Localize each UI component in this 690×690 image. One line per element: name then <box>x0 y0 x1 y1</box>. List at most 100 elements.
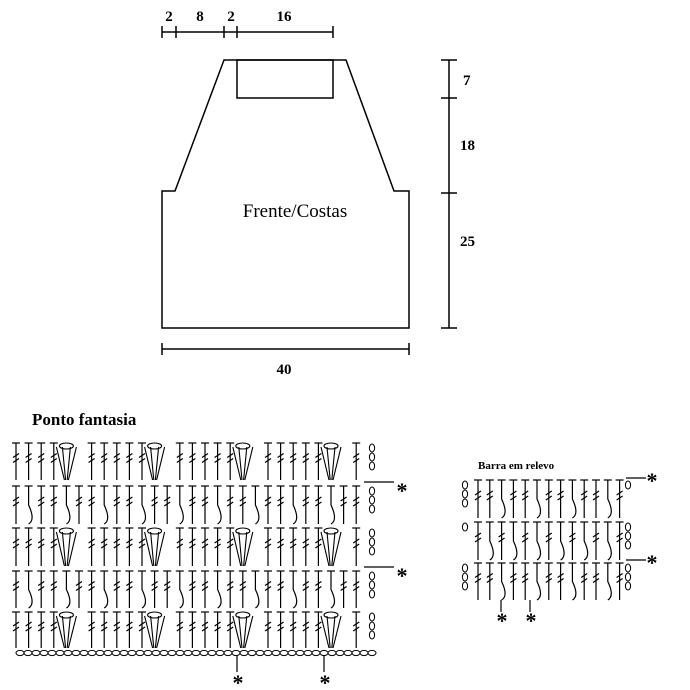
treble-crochet-symbol <box>485 562 494 600</box>
post-stitch-symbol <box>213 485 222 525</box>
chain-stitch-symbol <box>31 649 41 657</box>
chain-stitch-symbol <box>271 649 281 657</box>
stitch-chart-title: Ponto fantasia <box>32 410 137 429</box>
chain-stitch-symbol <box>143 649 153 657</box>
bottom-width-label: 40 <box>277 362 292 378</box>
chain-stitch-symbol <box>368 589 376 599</box>
treble-crochet-symbol <box>150 485 159 524</box>
treble-crochet-symbol <box>75 570 83 608</box>
post-stitch-symbol <box>100 570 109 609</box>
treble-crochet-symbol <box>201 570 209 608</box>
treble-crochet-symbol <box>201 527 209 566</box>
treble-crochet-symbol <box>87 485 96 524</box>
post-stitch-symbol <box>213 570 222 609</box>
treble-crochet-symbol <box>12 570 20 608</box>
treble-crochet-symbol <box>521 562 530 600</box>
chain-stitch-symbol <box>319 649 329 657</box>
repeat-marker: * <box>397 563 408 588</box>
chain-stitch-symbol <box>87 649 97 657</box>
chain-stitch-symbol <box>23 649 33 657</box>
treble-crochet-symbol <box>138 611 146 648</box>
right-height-label-1: 7 <box>463 73 471 89</box>
chain-stitch-symbol <box>327 649 337 657</box>
treble-crochet-symbol <box>112 570 121 608</box>
treble-crochet-symbol <box>49 527 58 566</box>
treble-crochet-symbol <box>226 570 235 608</box>
treble-crochet-symbol <box>87 611 96 648</box>
treble-crochet-symbol <box>37 442 46 480</box>
treble-crochet-symbol <box>125 485 134 524</box>
treble-crochet-symbol <box>87 442 96 480</box>
treble-crochet-symbol <box>276 611 285 648</box>
treble-crochet-symbol <box>301 611 310 648</box>
shell-stitch-symbol <box>232 611 254 649</box>
treble-crochet-symbol <box>276 527 285 566</box>
chain-stitch-symbol <box>368 546 376 556</box>
shell-stitch-symbol <box>55 611 77 649</box>
chain-stitch-symbol <box>624 531 632 541</box>
garment-schematic <box>161 26 457 355</box>
post-stitch-symbol <box>533 479 542 519</box>
chain-stitch-symbol <box>624 563 632 573</box>
treble-crochet-symbol <box>592 479 600 518</box>
chain-stitch-symbol <box>343 649 353 657</box>
front-back-outline <box>161 59 410 329</box>
top-width-label-3: 2 <box>227 9 235 25</box>
chain-stitch-symbol <box>79 649 89 657</box>
treble-crochet-symbol <box>301 527 310 566</box>
treble-crochet-symbol <box>37 570 46 608</box>
treble-crochet-symbol <box>24 527 33 566</box>
treble-crochet-symbol <box>201 442 209 480</box>
treble-crochet-symbol <box>188 570 197 608</box>
post-stitch-symbol <box>533 521 542 561</box>
treble-crochet-symbol <box>352 485 361 524</box>
shell-stitch-symbol <box>55 527 77 567</box>
post-stitch-symbol <box>100 485 109 525</box>
treble-crochet-symbol <box>201 611 209 648</box>
chain-stitch-symbol <box>127 649 137 657</box>
treble-crochet-symbol <box>49 611 58 648</box>
post-stitch-symbol <box>62 485 71 525</box>
treble-crochet-symbol <box>112 442 121 480</box>
post-stitch-symbol <box>289 570 298 609</box>
treble-crochet-symbol <box>580 479 589 518</box>
post-stitch-symbol <box>603 521 612 561</box>
shell-stitch-symbol <box>320 527 342 567</box>
treble-crochet-symbol <box>352 527 361 566</box>
treble-crochet-symbol <box>264 570 272 608</box>
treble-crochet-symbol <box>544 562 553 600</box>
treble-crochet-symbol <box>12 611 20 648</box>
treble-crochet-symbol <box>592 521 600 560</box>
chain-stitch-symbol <box>367 649 377 657</box>
neckline <box>236 59 334 99</box>
treble-crochet-symbol <box>238 570 247 608</box>
treble-crochet-symbol <box>474 521 482 560</box>
treble-crochet-symbol <box>175 611 184 648</box>
treble-crochet-symbol <box>264 442 272 480</box>
chain-stitch-symbol <box>368 486 376 496</box>
chain-stitch-symbol <box>103 649 113 657</box>
treble-crochet-symbol <box>556 479 565 518</box>
treble-crochet-symbol <box>314 527 323 566</box>
treble-crochet-symbol <box>201 485 209 524</box>
treble-crochet-symbol <box>100 611 109 648</box>
chain-stitch-symbol <box>368 537 376 547</box>
chain-stitch-symbol <box>63 649 73 657</box>
chain-stitch-symbol <box>461 522 469 532</box>
treble-crochet-symbol <box>339 485 348 524</box>
treble-crochet-symbol <box>264 611 272 648</box>
chain-stitch-symbol <box>55 649 65 657</box>
treble-crochet-symbol <box>213 611 222 648</box>
top-width-label-1: 2 <box>165 9 173 25</box>
chain-stitch-symbol <box>255 649 265 657</box>
treble-crochet-symbol <box>125 611 134 648</box>
treble-crochet-symbol <box>314 485 323 524</box>
chain-stitch-symbol <box>159 649 169 657</box>
treble-crochet-symbol <box>521 479 530 518</box>
chain-stitch-symbol <box>199 649 209 657</box>
chain-stitch-symbol <box>461 563 469 573</box>
treble-crochet-symbol <box>485 479 494 518</box>
shell-stitch-symbol <box>320 442 342 481</box>
treble-crochet-symbol <box>49 570 58 608</box>
